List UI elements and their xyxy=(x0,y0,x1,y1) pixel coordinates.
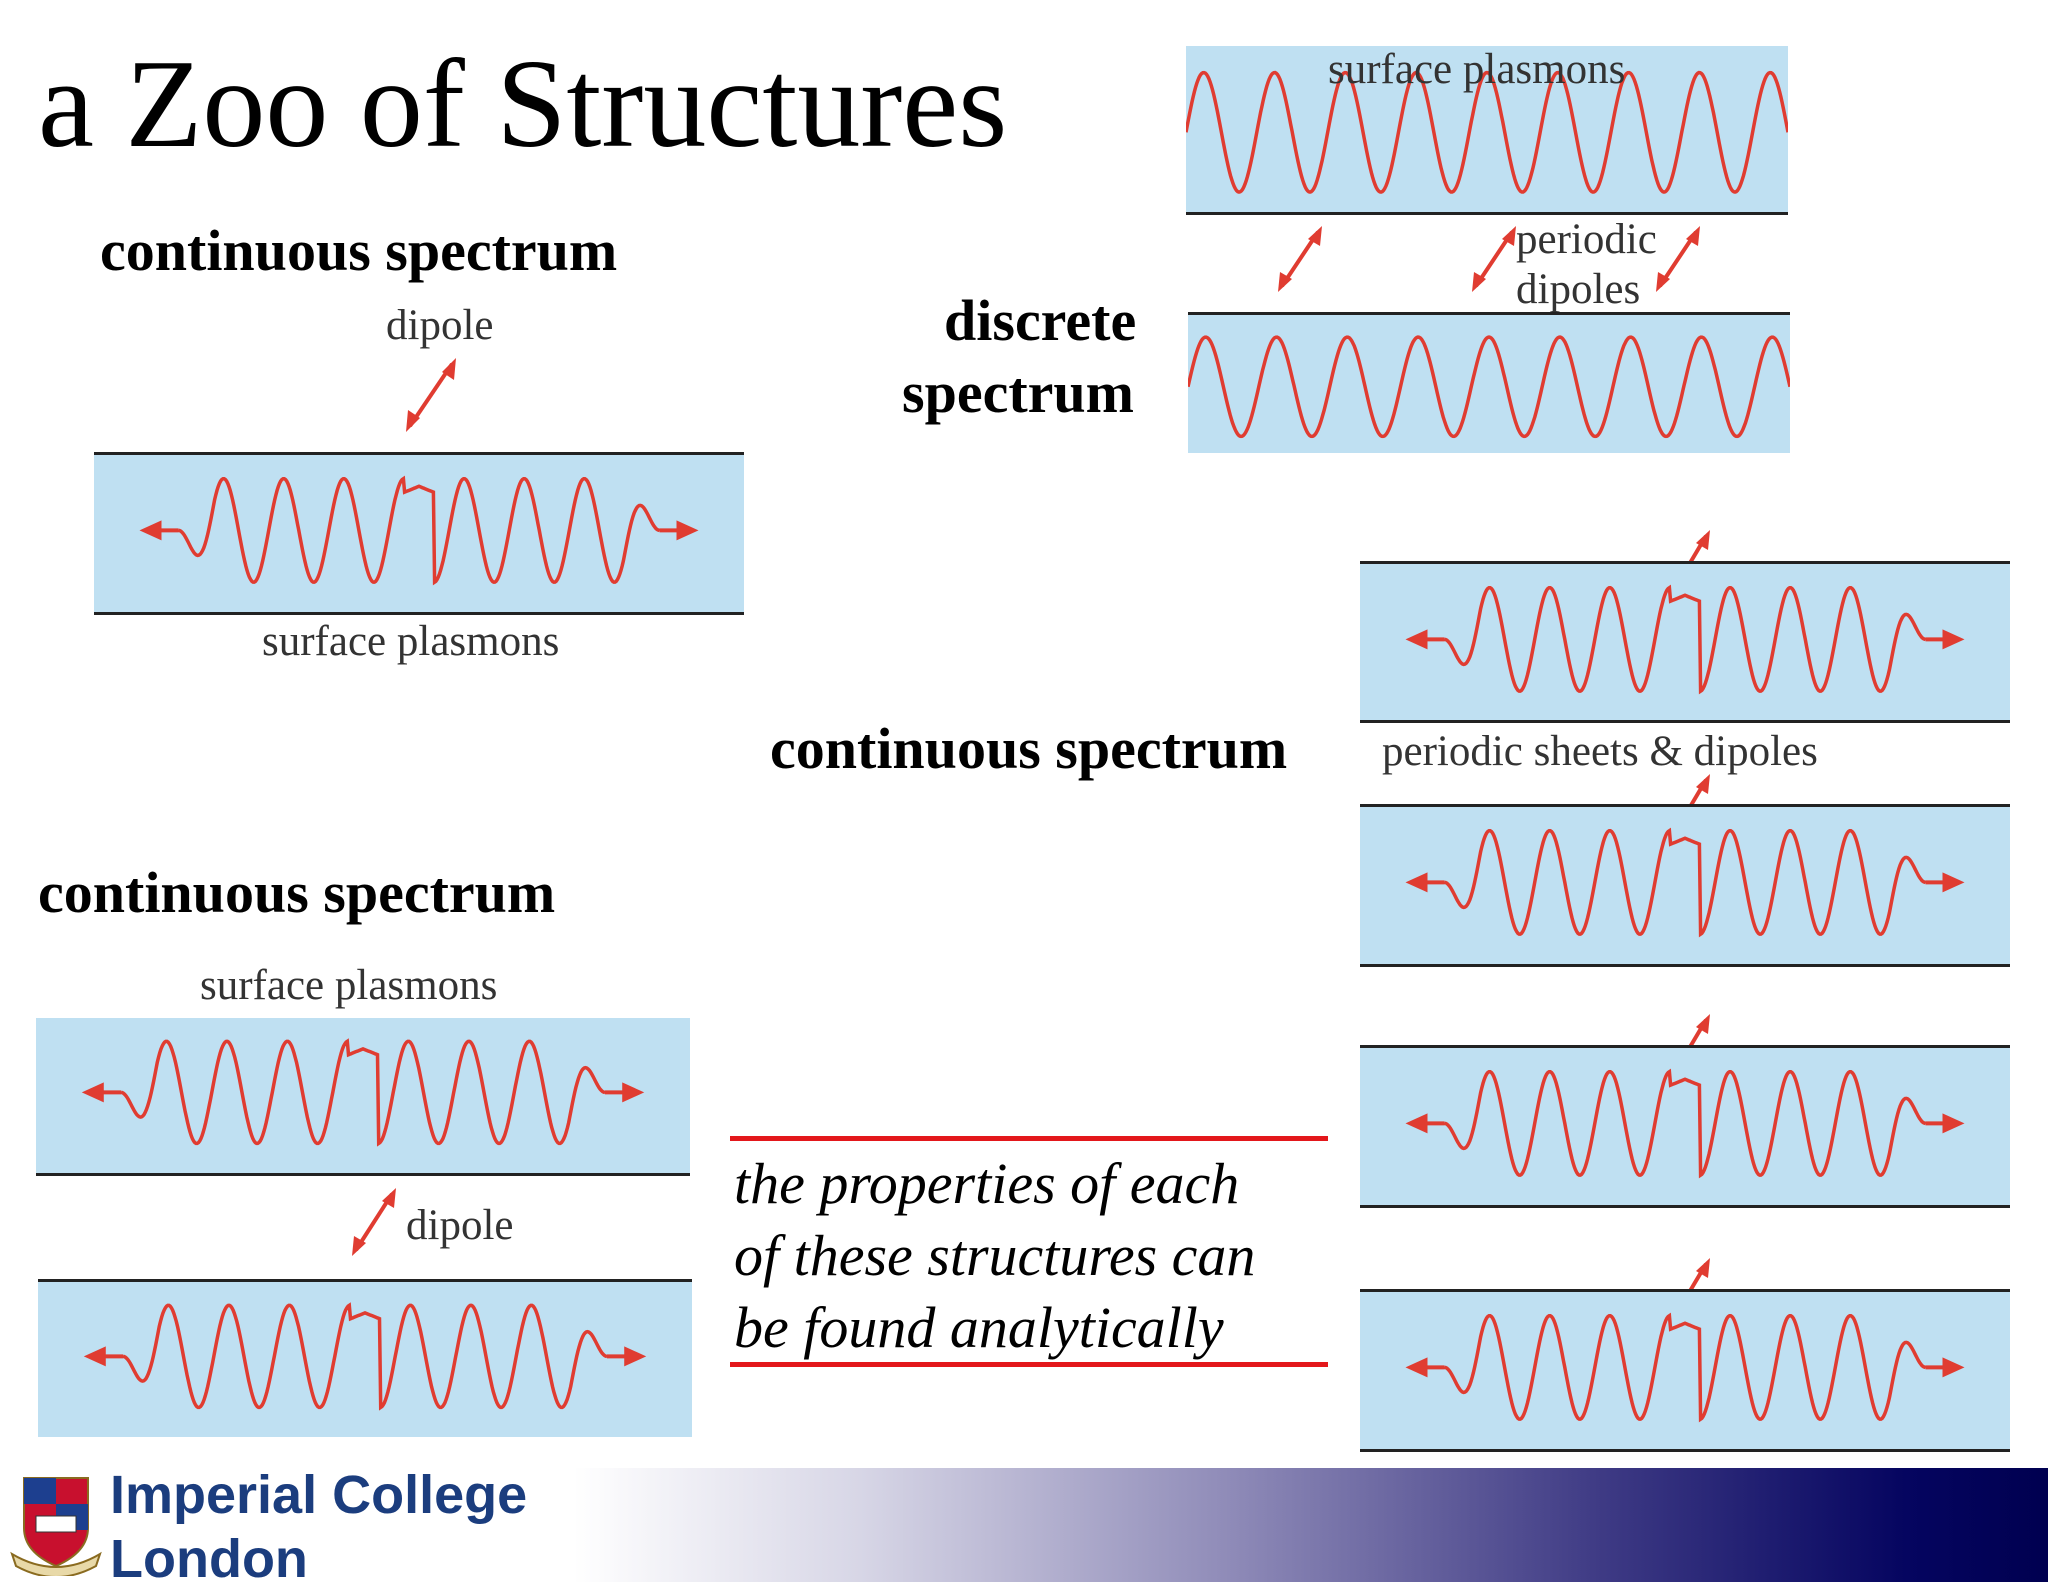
wave-path xyxy=(178,475,660,586)
interface-line xyxy=(1360,1205,2010,1208)
plasmon-wave xyxy=(81,1038,645,1147)
wave-path xyxy=(120,1038,606,1147)
note-line-2: of these structures can xyxy=(734,1223,1256,1288)
interface-line xyxy=(1186,212,1788,215)
note-rule-top xyxy=(730,1136,1328,1141)
plasmon-label-top-left: surface plasmons xyxy=(262,618,560,665)
plasmon-wave xyxy=(83,1302,647,1411)
plasmon-panel-top-left xyxy=(94,455,744,612)
propagation-arrow-head xyxy=(676,520,699,541)
footer-bar xyxy=(0,1468,2048,1582)
wave-path xyxy=(1188,335,1790,439)
plasmon-wave xyxy=(1405,584,1965,695)
wave-path xyxy=(1444,584,1926,695)
plasmon-label-discrete: surface plasmons xyxy=(1328,46,1626,93)
wave-path xyxy=(1444,827,1926,938)
plasmon-wave xyxy=(1405,1312,1965,1423)
dipole-arrow-icon xyxy=(1472,226,1516,292)
wave-path xyxy=(1444,1068,1926,1179)
interface-line xyxy=(94,612,744,615)
page-title: a Zoo of Structures xyxy=(38,35,1008,174)
heading-discrete-line1: discrete xyxy=(944,288,1137,353)
plasmon-panel-discrete-upper xyxy=(1186,46,1788,212)
plasmon-panel-film-upper xyxy=(36,1018,690,1173)
plasmon-wave xyxy=(1405,1068,1965,1179)
wave-path xyxy=(1186,70,1788,194)
propagation-arrow-head xyxy=(1942,1357,1965,1378)
sheets-label: periodic sheets & dipoles xyxy=(1382,728,1818,775)
dipole-arrow-icon xyxy=(1656,226,1700,292)
propagation-arrow-head xyxy=(1942,629,1965,650)
plasmon-panel-sheet-2 xyxy=(1360,807,2010,964)
interface-line xyxy=(1360,1045,2010,1048)
dipole-arrow-icon xyxy=(352,1188,396,1256)
heading-discrete-line2: spectrum xyxy=(902,360,1134,425)
interface-line xyxy=(1360,964,2010,967)
plasmon-panel-sheet-4 xyxy=(1360,1292,2010,1449)
dipole-arrow-icon xyxy=(1278,226,1322,292)
heading-bottom-left: continuous spectrum xyxy=(38,860,556,925)
plasmon-panel-sheet-3 xyxy=(1360,1048,2010,1205)
propagation-arrow-head xyxy=(139,520,162,541)
logo-line-1: Imperial College xyxy=(110,1465,528,1525)
note-line-1: the properties of each xyxy=(734,1151,1240,1216)
plasmon-wave xyxy=(1405,827,1965,938)
interface-line xyxy=(36,1173,690,1176)
plasmon-panel-film-lower xyxy=(38,1282,692,1437)
interface-line xyxy=(38,1279,692,1282)
propagation-arrow-head xyxy=(1942,872,1965,893)
dipole-label-bottom-left: dipole xyxy=(406,1202,514,1249)
note-line-3: be found analytically xyxy=(734,1295,1224,1360)
interface-line xyxy=(94,452,744,455)
dipole-label-top-left: dipole xyxy=(386,302,494,349)
heading-middle: continuous spectrum xyxy=(770,716,1288,781)
propagation-arrow-head xyxy=(1405,1113,1428,1134)
dipole-arrow-icon xyxy=(406,358,456,432)
plasmon-wave xyxy=(1186,70,1788,194)
plasmon-wave xyxy=(1188,335,1790,439)
wave-path xyxy=(1444,1312,1926,1423)
dipoles-label: dipoles xyxy=(1516,266,1641,313)
heading-top-left: continuous spectrum xyxy=(100,218,618,283)
plasmon-panel-discrete-lower xyxy=(1188,315,1790,453)
propagation-arrow-head xyxy=(624,1346,647,1367)
interface-line xyxy=(1360,1289,2010,1292)
plasmon-panel-sheet-1 xyxy=(1360,564,2010,721)
interface-line xyxy=(1360,561,2010,564)
propagation-arrow-head xyxy=(1942,1113,1965,1134)
propagation-arrow-head xyxy=(83,1346,106,1367)
interface-line xyxy=(1360,720,2010,723)
interface-line xyxy=(1360,1449,2010,1452)
propagation-arrow-head xyxy=(1405,629,1428,650)
interface-line xyxy=(1360,804,2010,807)
crest-icon xyxy=(10,1477,102,1576)
propagation-arrow-head xyxy=(622,1082,645,1103)
plasmon-label-bottom-left: surface plasmons xyxy=(200,962,498,1009)
propagation-arrow-head xyxy=(81,1082,104,1103)
interface-line xyxy=(1188,312,1790,315)
propagation-arrow-head xyxy=(1405,1357,1428,1378)
propagation-arrow-head xyxy=(1405,872,1428,893)
periodic-label: periodic xyxy=(1516,216,1657,263)
logo-line-2: London xyxy=(110,1529,308,1589)
note-rule-bottom xyxy=(730,1362,1328,1367)
wave-path xyxy=(122,1302,608,1411)
plasmon-wave xyxy=(139,475,699,586)
